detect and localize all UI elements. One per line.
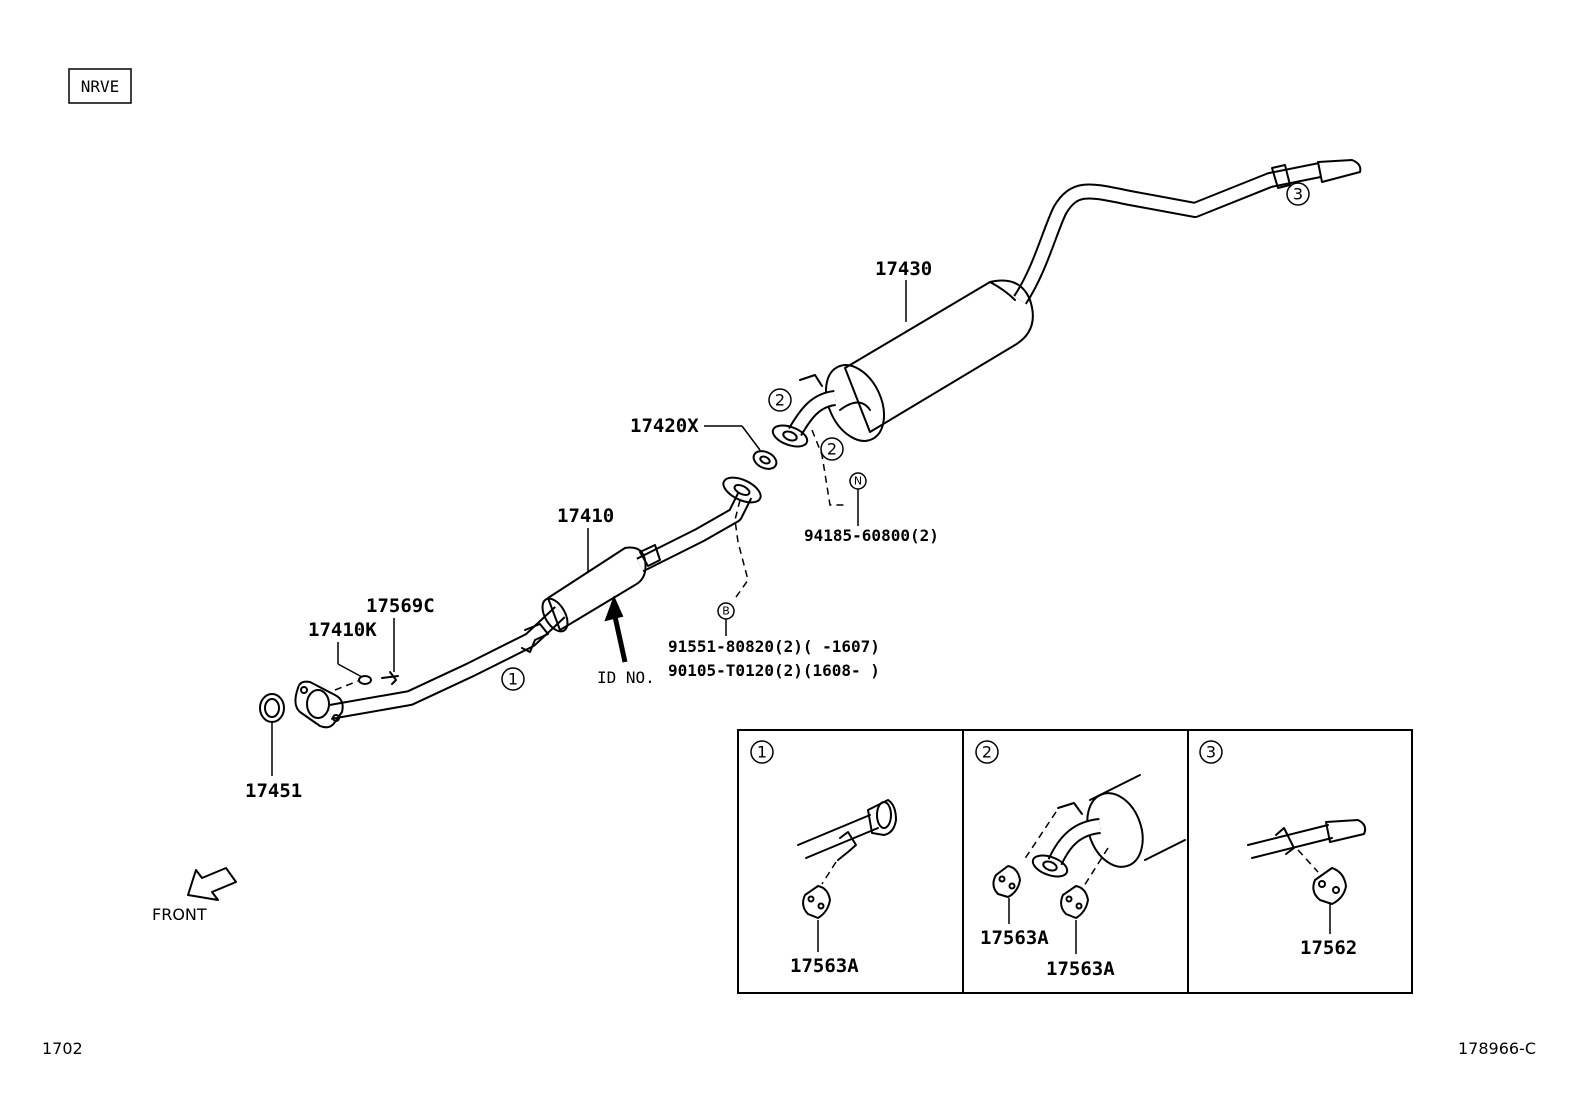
hanger-marker-2b: 2: [820, 437, 844, 461]
front-label: FRONT: [152, 905, 207, 924]
svg-text:17410: 17410: [557, 505, 614, 527]
marker-n: N: [854, 475, 862, 488]
label-91551-90105: 91551-80820(2)( -1607) 90105-T0120(2)(16…: [668, 499, 880, 680]
svg-text:17451: 17451: [245, 780, 302, 802]
gasket-17420x: [752, 450, 778, 470]
svg-text:17562: 17562: [1300, 937, 1357, 959]
marker-b: B: [722, 605, 730, 618]
detail-panel-3: 3 17562: [1199, 740, 1367, 959]
svg-text:2: 2: [827, 440, 837, 459]
gasket-17451: [259, 693, 285, 723]
muffler-inlet-pipe: [771, 374, 837, 448]
svg-text:2: 2: [982, 743, 992, 762]
svg-text:17563A: 17563A: [790, 955, 859, 977]
svg-text:17420X: 17420X: [630, 415, 699, 437]
svg-text:17563A: 17563A: [980, 927, 1049, 949]
label-17569c: 17569C: [366, 595, 435, 672]
hanger-marker-2a: 2: [768, 388, 792, 412]
label-17430: 17430: [875, 258, 932, 322]
label-17420x: 17420X: [630, 415, 761, 451]
svg-text:90105-T0120(2)(1608- ): 90105-T0120(2)(1608- ): [668, 661, 880, 680]
detail-panels: [737, 729, 1413, 994]
svg-text:91551-80820(2)( -1607): 91551-80820(2)( -1607): [668, 637, 880, 656]
svg-text:3: 3: [1293, 185, 1303, 204]
detail-panel-1: 1 17563A: [750, 740, 897, 977]
svg-text:1: 1: [508, 670, 518, 689]
label-17451: 17451: [245, 722, 302, 802]
tail-pipe: [1013, 159, 1362, 305]
svg-text:2: 2: [775, 391, 785, 410]
detail-panel-2: 2 17563A 17563A: [975, 740, 1186, 980]
bolt-spring-parts: [334, 671, 399, 691]
front-flange: [294, 680, 344, 729]
svg-text:17563A: 17563A: [1046, 958, 1115, 980]
svg-text:3: 3: [1206, 743, 1216, 762]
footer-page-code: 1702: [42, 1039, 83, 1058]
model-code-box: NRVE: [68, 68, 132, 104]
footer-diagram-id: 178966-C: [1458, 1039, 1536, 1058]
svg-text:17410K: 17410K: [308, 619, 377, 641]
label-17410k: 17410K: [308, 619, 377, 678]
model-code-text: NRVE: [81, 77, 120, 96]
id-no-label: ID NO.: [597, 668, 655, 687]
label-94185: 94185-60800(2) N: [804, 429, 939, 545]
hanger-marker-1: 1: [501, 667, 525, 691]
label-17410: 17410: [557, 505, 614, 572]
center-pipe: [328, 476, 762, 720]
hanger-marker-3: 3: [1286, 182, 1310, 206]
svg-text:1: 1: [757, 743, 767, 762]
id-number-arrow: [604, 595, 628, 663]
svg-text:17430: 17430: [875, 258, 932, 280]
main-muffler: [824, 279, 1034, 442]
front-direction-arrow: FRONT: [152, 867, 237, 924]
svg-text:17569C: 17569C: [366, 595, 435, 617]
svg-text:94185-60800(2): 94185-60800(2): [804, 526, 939, 545]
